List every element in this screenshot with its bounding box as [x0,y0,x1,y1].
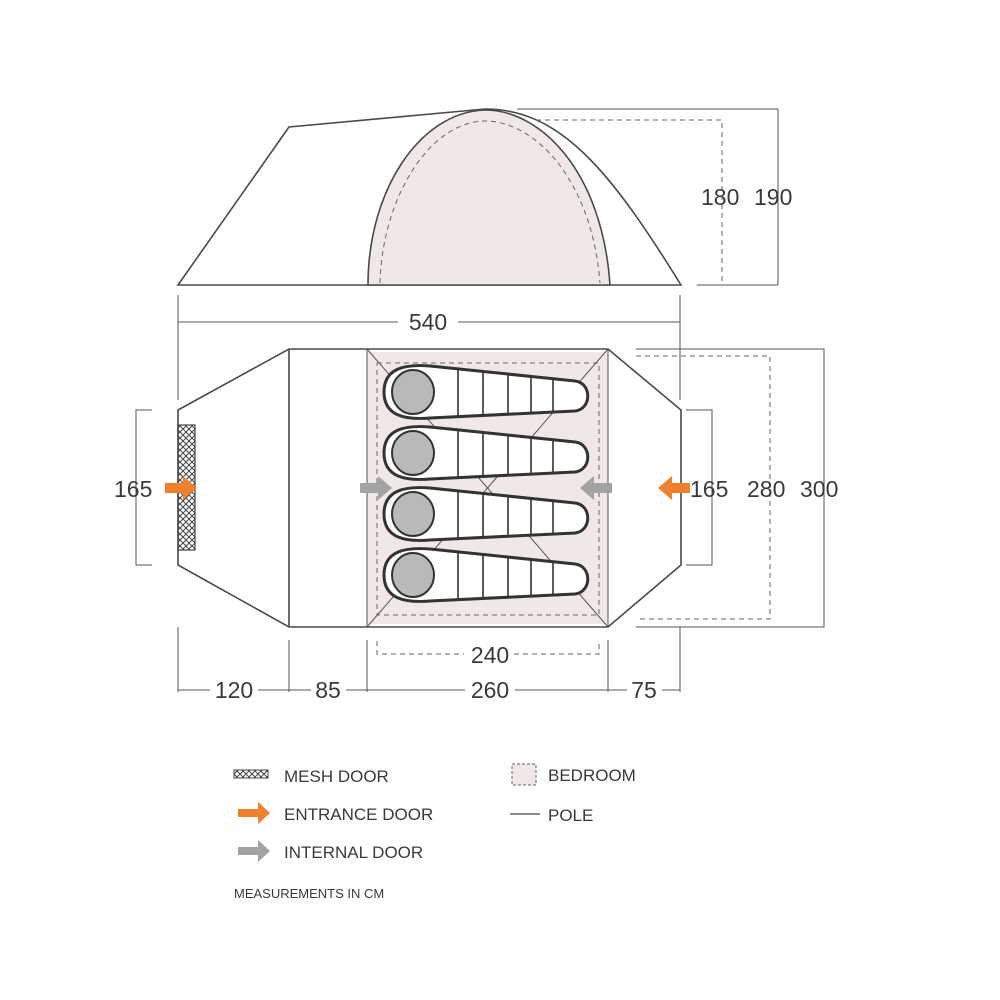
entrance-door-swatch-icon [238,802,270,824]
internal-door-arrow-right [580,476,612,500]
legend-bedroom-label: BEDROOM [548,766,636,785]
entrance-door-arrow-right [658,476,690,500]
legend-entrance-door-label: ENTRANCE DOOR [284,805,433,824]
inner-width-label: 280 [747,476,785,502]
measurements-note: MEASUREMENTS IN CM [234,886,384,901]
legend: MESH DOOR ENTRANCE DOOR INTERNAL DOOR BE… [233,763,636,901]
legend-internal-door-label: INTERNAL DOOR [284,843,423,862]
section-length-label: 260 [471,677,509,703]
sleeping-bag [382,547,590,603]
door-width-left-label: 165 [114,476,152,502]
section-length-label: 75 [631,677,657,703]
mesh-door-swatch [233,769,269,779]
internal-door-swatch-icon [238,840,270,862]
side-bedroom-arch [367,109,611,286]
side-outline [176,108,683,286]
legend-pole-label: POLE [548,806,593,825]
sleeping-bag-hood [391,369,435,415]
bedroom-swatch [511,763,537,786]
legend-mesh-door-label: MESH DOOR [284,767,389,786]
side-view: 180 190 [176,108,792,286]
sleeping-bag [382,425,590,481]
side-bedroom-inner-dash [379,120,601,284]
height-inner-label: 180 [701,184,739,210]
section-length-label: 120 [215,677,253,703]
total-length-label: 540 [409,309,447,335]
section-dimensions: 120 85 260 75 [177,627,681,703]
internal-door-arrow-left [360,476,392,500]
sleeping-bag [382,364,590,420]
entrance-door-arrow-left [165,476,197,500]
sleeping-bags [382,364,590,603]
section-length-label: 85 [315,677,341,703]
height-outer-label: 190 [754,184,792,210]
door-width-right-label: 165 [690,476,728,502]
sleeping-bag-hood [391,552,435,598]
sleeping-bag-hood [391,430,435,476]
sleeping-bag [382,486,590,542]
sleeping-bag-hood [391,491,435,537]
outer-width-label: 300 [800,476,838,502]
total-length-dimension: 540 [177,295,681,400]
bedroom-length-label: 240 [471,642,509,668]
plan-view: 165 165 280 300 240 120 85 260 75 [114,348,838,703]
